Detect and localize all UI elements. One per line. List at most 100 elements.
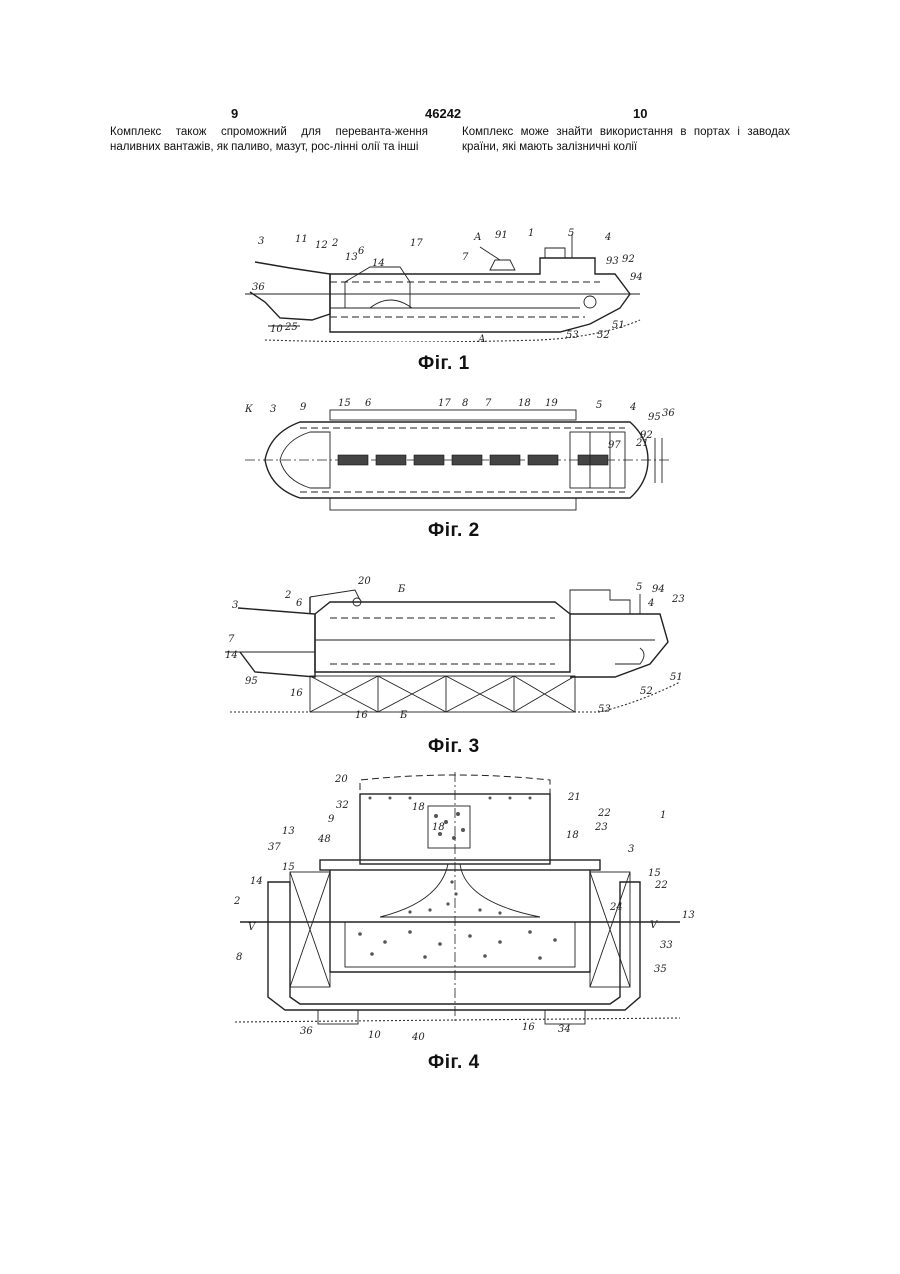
svg-text:3: 3 [232,600,238,611]
svg-text:23: 23 [671,594,685,605]
svg-text:23: 23 [594,822,608,833]
svg-text:15: 15 [338,398,351,409]
svg-text:13: 13 [282,826,295,837]
svg-text:10: 10 [368,1030,381,1041]
left-page-number: 9 [231,106,238,121]
svg-text:4: 4 [647,598,654,609]
svg-text:19: 19 [545,398,558,409]
svg-text:53: 53 [566,330,579,341]
svg-text:36: 36 [300,1026,313,1037]
figure-3-caption: Фіг. 3 [428,736,480,758]
svg-text:8: 8 [462,398,468,409]
svg-text:53: 53 [598,704,611,715]
svg-text:20: 20 [357,576,371,587]
svg-text:9: 9 [328,814,335,825]
svg-text:40: 40 [411,1032,425,1042]
svg-text:22: 22 [654,880,668,891]
svg-text:А: А [477,334,486,342]
svg-text:33: 33 [660,940,673,951]
right-page-number: 10 [633,106,647,121]
figure-1-drawing: 311 122 136 1417 А91 15 493 9294 3625 10… [0,222,900,342]
svg-text:5: 5 [596,400,602,411]
svg-text:2: 2 [331,238,338,249]
svg-text:12: 12 [315,240,328,251]
svg-text:13: 13 [345,252,358,263]
patent-number: 46242 [425,106,461,121]
right-column-text: Комплекс може знайти використання в порт… [462,125,790,154]
svg-text:14: 14 [225,650,238,661]
svg-text:1: 1 [528,228,534,239]
svg-text:3: 3 [270,404,276,415]
svg-text:52: 52 [597,330,610,341]
svg-text:18: 18 [412,802,425,813]
svg-text:V: V [248,922,257,933]
svg-text:52: 52 [640,686,653,697]
svg-text:94: 94 [652,584,665,595]
figure-3-drawing: 3 2 6 20 Б 5 94 4 23 7 14 95 16 16 Б 51 52 53 [0,572,900,722]
svg-text:4: 4 [629,402,636,413]
svg-text:20: 20 [334,774,348,785]
svg-text:16: 16 [522,1022,535,1033]
svg-text:18: 18 [432,822,445,833]
svg-text:8: 8 [236,952,242,963]
svg-text:Б: Б [399,710,408,721]
svg-text:32: 32 [336,800,349,811]
svg-text:2: 2 [284,590,291,601]
svg-text:95: 95 [245,676,258,687]
svg-text:17: 17 [438,398,451,409]
svg-text:16: 16 [355,710,368,721]
figure-2-drawing: К3 915 617 87 1819 54 9536 9297 21 [0,398,900,518]
svg-text:93: 93 [606,256,619,267]
svg-text:51: 51 [670,672,683,683]
svg-text:24: 24 [609,902,623,913]
svg-text:5: 5 [568,228,574,239]
figure-4-drawing: 2021 1822 3218 1823 19 1348 373 1514 152… [0,772,900,1042]
svg-text:К: К [244,404,253,415]
svg-text:21: 21 [635,438,649,449]
svg-text:18: 18 [566,830,579,841]
svg-text:4: 4 [604,232,611,243]
svg-text:97: 97 [608,440,621,451]
right-column-paragraph: Комплекс може знайти використання в порт… [462,125,790,154]
svg-text:22: 22 [597,808,611,819]
svg-text:16: 16 [290,688,303,699]
svg-text:91: 91 [495,230,508,241]
svg-text:94: 94 [630,272,643,283]
svg-text:92: 92 [622,254,635,265]
svg-text:36: 36 [252,282,265,293]
svg-text:А: А [473,232,482,243]
svg-text:9: 9 [300,402,307,413]
svg-text:7: 7 [462,252,469,263]
svg-text:3: 3 [628,844,634,855]
svg-text:2: 2 [233,896,240,907]
svg-text:21: 21 [567,792,581,803]
svg-text:17: 17 [410,238,423,249]
figure-2-caption: Фіг. 2 [428,520,480,542]
svg-text:14: 14 [372,258,385,269]
left-column-text: Комплекс також спроможний для переванта-… [110,125,428,154]
svg-text:6: 6 [358,246,365,257]
svg-text:34: 34 [558,1024,571,1035]
svg-text:14: 14 [250,876,263,887]
svg-text:36: 36 [662,408,675,419]
svg-text:1: 1 [660,810,666,821]
svg-text:51: 51 [612,320,625,331]
svg-text:15: 15 [282,862,295,873]
svg-text:7: 7 [485,398,492,409]
svg-text:11: 11 [295,234,308,245]
svg-text:5: 5 [636,582,642,593]
svg-text:37: 37 [268,842,281,853]
svg-text:6: 6 [296,598,303,609]
svg-text:95: 95 [648,412,661,423]
svg-text:Б: Б [397,584,406,595]
svg-text:15: 15 [648,868,661,879]
svg-text:25: 25 [284,322,298,333]
figure-1-caption: Фіг. 1 [418,353,470,375]
figure-4-caption: Фіг. 4 [428,1052,480,1074]
svg-text:10: 10 [270,324,283,335]
svg-text:18: 18 [518,398,531,409]
svg-text:48: 48 [317,834,331,845]
svg-text:35: 35 [654,964,667,975]
svg-text:7: 7 [228,634,235,645]
svg-text:13: 13 [682,910,695,921]
